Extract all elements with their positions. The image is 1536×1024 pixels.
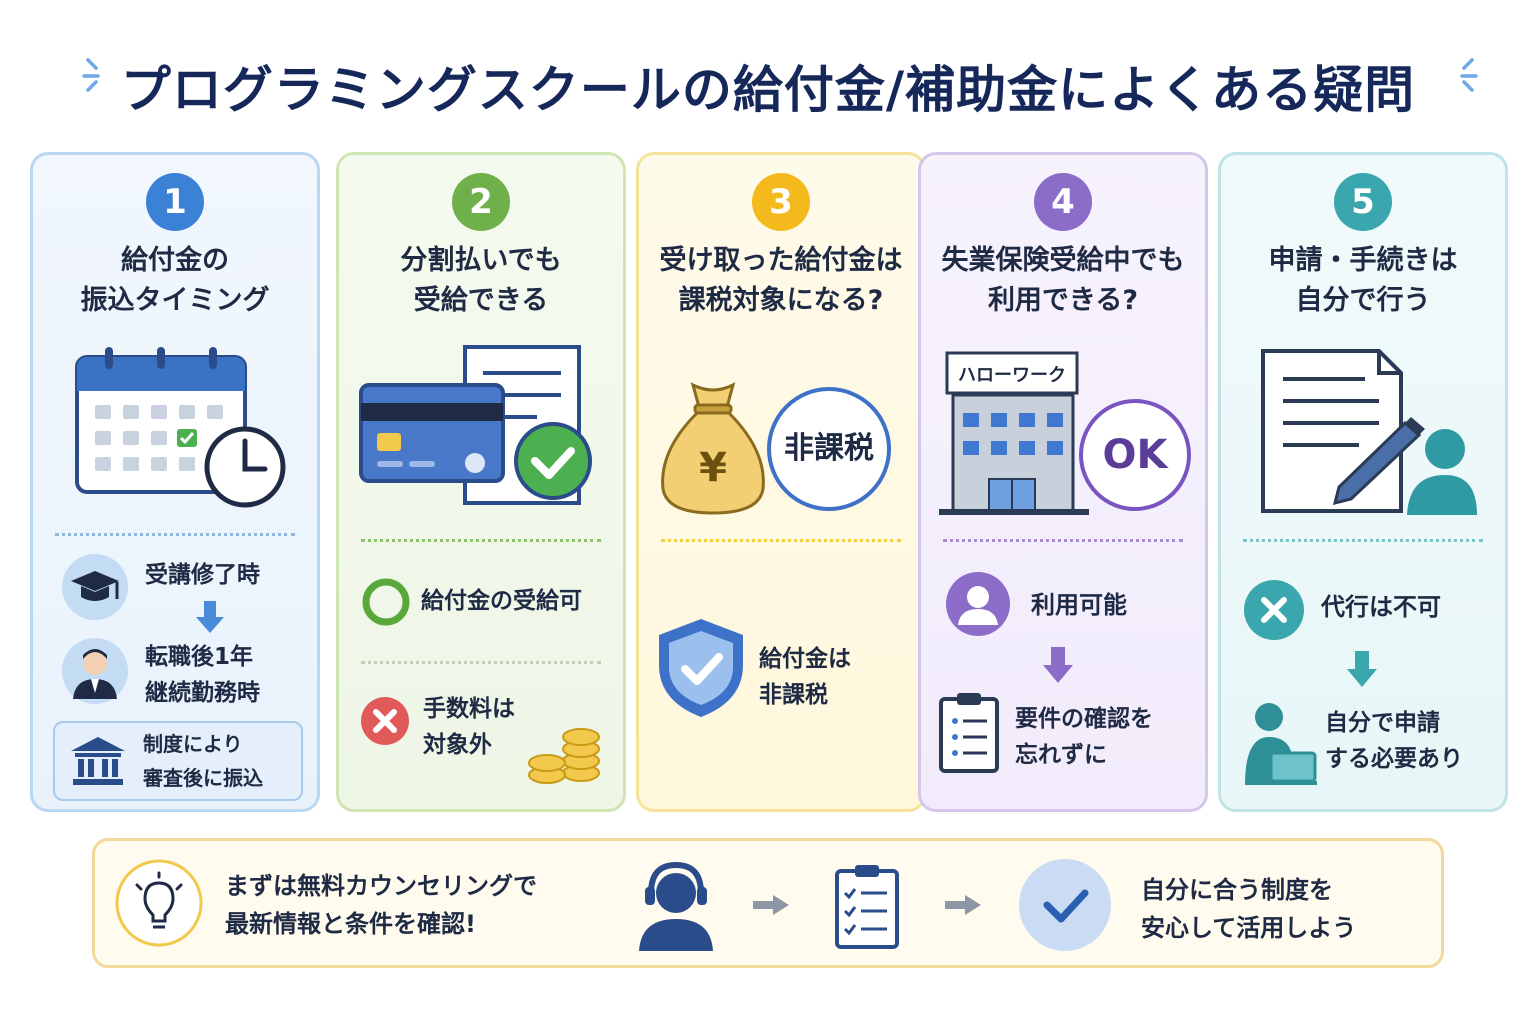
- credit-card-icon: [359, 345, 592, 505]
- businessman-icon: [62, 638, 128, 704]
- check-circle-icon: [1019, 859, 1111, 951]
- arrow-right-icon: [945, 895, 981, 915]
- graduation-cap-icon: [62, 554, 128, 620]
- ok-text: 給付金の受給可: [421, 588, 582, 614]
- headset-icon: [639, 861, 713, 951]
- user-icon: [946, 572, 1010, 636]
- card-heading: 分割払いでも受給できる: [400, 245, 562, 316]
- circle-icon: [362, 578, 410, 626]
- checklist-icon: [835, 865, 899, 949]
- step-number: 4: [1034, 173, 1092, 231]
- shield-check-icon: [659, 619, 743, 717]
- page-title: プログラミングスクールの給付金/補助金によくある疑問: [120, 61, 1416, 119]
- person-icon: [1407, 429, 1477, 515]
- step-text: 利用可能: [1031, 591, 1127, 619]
- sparkle-icon: [82, 58, 100, 92]
- card-taxation: 3 受け取った給付金は課税対象になる? ¥ 非課税 給付金は非課税: [636, 152, 926, 812]
- note-box: 制度により審査後に振込: [53, 721, 303, 801]
- divider: [661, 539, 901, 542]
- card-payment-timing: 1 給付金の振込タイミング 受講修了時 転職後: [30, 152, 320, 812]
- arrow-right-icon: [753, 895, 789, 915]
- lightbulb-icon: [115, 859, 203, 947]
- step-number: 3: [752, 173, 810, 231]
- step-text: 受講修了時: [145, 562, 260, 588]
- building-sign: ハローワーク: [958, 365, 1066, 386]
- cross-icon: [361, 697, 409, 745]
- ng-text: 手数料は対象外: [423, 696, 515, 758]
- step-text: 代行は不可: [1321, 593, 1441, 621]
- sparkle-icon: [1460, 58, 1478, 92]
- tax-free-badge: 非課税: [767, 387, 891, 511]
- yen-symbol: ¥: [699, 445, 727, 491]
- step-number: 5: [1334, 173, 1392, 231]
- step-number: 1: [146, 173, 204, 231]
- pen-icon: [1332, 417, 1425, 506]
- divider: [361, 661, 601, 664]
- hello-work-building-icon: [939, 351, 1089, 515]
- arrow-down-icon: [196, 601, 224, 633]
- step-text: 転職後1年継続勤務時: [145, 644, 260, 706]
- divider: [1243, 539, 1483, 542]
- result-text: 給付金は非課税: [759, 646, 851, 708]
- card-application: 5 申請・手続きは自分で行う 代行は不可 自分で申請する必要あり: [1218, 152, 1508, 812]
- document-icon: [1261, 349, 1477, 515]
- banner-right-text: 自分に合う制度を安心して活用しよう: [1141, 876, 1357, 942]
- card-heading: 申請・手続きは自分で行う: [1268, 245, 1458, 316]
- calendar-icon: [75, 347, 286, 508]
- step-number: 2: [452, 173, 510, 231]
- divider: [943, 539, 1183, 542]
- divider: [361, 539, 601, 542]
- card-heading: 失業保険受給中でも利用できる?: [941, 245, 1185, 316]
- bank-icon: [71, 737, 125, 785]
- step-text: 要件の確認を忘れずに: [1015, 706, 1153, 768]
- banner-left-text: まずは無料カウンセリングで最新情報と条件を確認!: [225, 872, 537, 938]
- coins-icon: [528, 728, 600, 784]
- step-text: 自分で申請する必要あり: [1325, 710, 1463, 772]
- cross-icon: [1244, 580, 1304, 640]
- laptop-user-icon: [1245, 703, 1317, 785]
- card-unemployment: 4 失業保険受給中でも利用できる? ハローワーク OK 利用可能 要件の確認を忘…: [918, 152, 1208, 812]
- money-bag-icon: [661, 382, 765, 515]
- divider: [55, 533, 295, 536]
- arrow-down-icon: [1043, 647, 1073, 683]
- arrow-down-icon: [1347, 651, 1377, 687]
- ok-badge: OK: [1079, 399, 1191, 511]
- bottom-banner: まずは無料カウンセリングで最新情報と条件を確認! 自分に合う制度を安心して活用し…: [92, 838, 1444, 968]
- clipboard-icon: [939, 693, 999, 773]
- card-installment: 2 分割払いでも受給できる 給付金の受給可 手数料は対象外: [336, 152, 626, 812]
- card-heading: 受け取った給付金は課税対象になる?: [659, 245, 903, 316]
- card-heading: 給付金の振込タイミング: [80, 245, 270, 316]
